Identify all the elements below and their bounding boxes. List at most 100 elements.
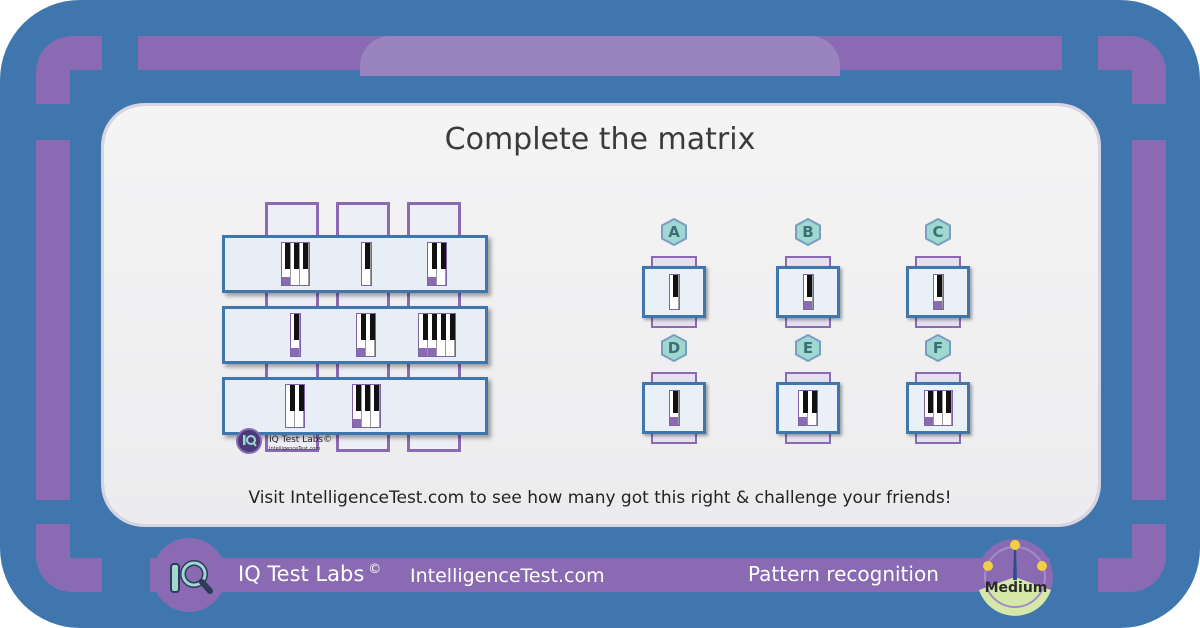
answer-letter-badge: D (660, 334, 688, 362)
keyboard-icon (668, 274, 680, 310)
black-key (360, 314, 366, 340)
white-key (446, 314, 455, 356)
white-key (366, 314, 375, 356)
white-key (670, 391, 679, 425)
keyboard-icon (418, 313, 456, 357)
black-key (673, 275, 678, 297)
hexagon-icon (795, 334, 821, 362)
keyboard-icon (802, 274, 814, 310)
white-key (286, 385, 295, 427)
puzzle-title: Complete the matrix (444, 122, 756, 157)
bottom-band (150, 558, 1050, 592)
answer-letter-badge: E (794, 334, 822, 362)
highlighted-key (290, 348, 300, 356)
highlighted-key (352, 419, 362, 427)
white-key (428, 314, 437, 356)
answer-letter: E (802, 339, 814, 357)
brand-name-text: IQ Test Labs (238, 562, 365, 586)
copyright-mark: © (368, 562, 382, 577)
gauge-icon (977, 539, 1053, 616)
hexagon-icon (925, 218, 951, 246)
black-key (928, 391, 933, 413)
answer-letter: C (932, 223, 944, 241)
right-band (1132, 140, 1166, 500)
white-key (804, 275, 813, 309)
black-key (298, 385, 304, 411)
black-key (673, 391, 678, 413)
black-key (937, 391, 942, 413)
hexagon-icon (925, 334, 951, 362)
white-key (670, 275, 679, 309)
black-key (946, 391, 951, 413)
white-key (371, 385, 380, 427)
white-key (419, 314, 428, 356)
black-key (374, 385, 379, 411)
answer-letter: F (932, 339, 944, 357)
white-key (799, 391, 808, 425)
black-key (369, 314, 375, 340)
answer-letter-badge: C (924, 218, 952, 246)
left-band (36, 140, 70, 500)
brand-logo (152, 538, 226, 612)
keyboard-icon (923, 390, 953, 426)
top-band-highlight (360, 36, 840, 76)
difficulty-label: Medium (984, 580, 1048, 596)
category-label: Pattern recognition (748, 562, 939, 586)
small-logo (236, 428, 262, 454)
answer-letter: D (667, 339, 681, 357)
hexagon-icon (661, 334, 687, 362)
highlighted-key (933, 301, 943, 309)
answer-letter-badge: A (660, 218, 688, 246)
white-key (437, 243, 446, 285)
white-key (362, 385, 371, 427)
highlighted-key (924, 417, 934, 425)
answer-letter: A (668, 223, 680, 241)
highlighted-key (428, 277, 437, 285)
matrix-row (222, 235, 488, 293)
black-key (303, 243, 308, 269)
magnifier-icon (170, 560, 213, 594)
white-key (943, 391, 952, 425)
keyboard-icon (932, 274, 944, 310)
white-key (291, 314, 300, 356)
brand-site-link[interactable]: IntelligenceTest.com (410, 565, 605, 587)
white-key (934, 275, 943, 309)
footer-note: Visit IntelligenceTest.com to see how ma… (248, 488, 952, 508)
white-key (925, 391, 934, 425)
white-key (291, 243, 300, 285)
difficulty-gauge (976, 538, 1054, 616)
black-key (365, 385, 370, 411)
small-logo-name: IQ Test Labs© (269, 435, 333, 445)
black-key (285, 243, 290, 269)
highlighted-key (419, 348, 428, 356)
white-key (357, 314, 366, 356)
white-key (362, 243, 371, 285)
hexagon-icon (795, 218, 821, 246)
black-key (807, 275, 812, 297)
black-key (440, 314, 446, 340)
keyboard-icon (356, 313, 376, 357)
keyboard-icon (668, 390, 680, 426)
keyboard-icon (285, 384, 305, 428)
highlighted-key (799, 417, 808, 425)
black-key (289, 385, 295, 411)
small-logo-site: IntelligenceTest.com (269, 446, 321, 452)
answer-letter-badge: F (924, 334, 952, 362)
black-key (440, 243, 446, 269)
white-key (353, 385, 362, 427)
keyboard-icon (798, 390, 818, 426)
black-key (356, 385, 361, 411)
black-key (294, 243, 299, 269)
white-key (428, 243, 437, 285)
black-key (431, 314, 437, 340)
white-key (437, 314, 446, 356)
highlighted-key (669, 417, 679, 425)
highlighted-key (428, 348, 437, 356)
black-key (294, 314, 299, 340)
brand-name: IQ Test Labs© (238, 562, 381, 586)
magnifier-icon (243, 435, 257, 447)
hexagon-icon (661, 218, 687, 246)
black-key (422, 314, 428, 340)
keyboard-icon (289, 313, 301, 357)
highlighted-key (357, 348, 366, 356)
